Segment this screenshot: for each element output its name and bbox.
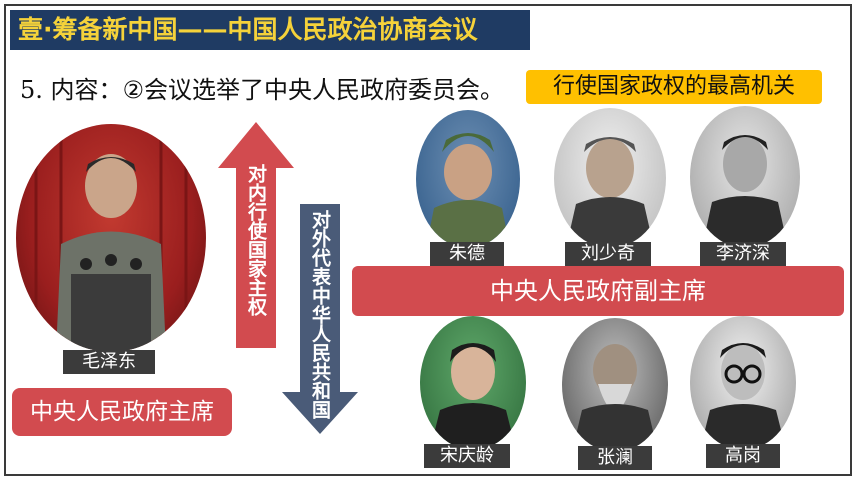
portrait-zhu-de: [416, 110, 520, 248]
domestic-power-label: 对内行使国家主权: [245, 164, 267, 316]
slide-frame: [4, 4, 852, 476]
vice-chair-caption-5: 张澜: [578, 446, 652, 470]
chairman-portrait: [16, 124, 206, 352]
item-text: 内容：②会议选举了中央人民政府委员会。: [50, 76, 505, 104]
arrow-up-icon: [218, 122, 294, 348]
vice-chair-caption-4: 宋庆龄: [424, 444, 510, 468]
portrait-zhang-lan: [562, 318, 668, 452]
vice-chair-caption-1: 朱德: [430, 242, 504, 266]
chairman-name-caption: 毛泽东: [63, 350, 155, 374]
portrait-liu-shaoqi: [554, 108, 666, 248]
foreign-representation-label: 对外代表中华人民共和国: [309, 210, 331, 419]
vice-chair-caption-2: 刘少奇: [565, 242, 651, 266]
item-number: 5.: [20, 76, 43, 104]
portrait-gao-gang: [690, 316, 796, 450]
arrow-down-icon: [282, 204, 358, 434]
slide-title: 壹·筹备新中国——中国人民政治协商会议: [10, 10, 530, 50]
highlight-box: 行使国家政权的最高机关: [526, 70, 822, 104]
content-line: 5. 内容：②会议选举了中央人民政府委员会。: [20, 70, 504, 105]
chairman-role-box: 中央人民政府主席: [12, 388, 232, 436]
portrait-song-qingling: [420, 316, 526, 450]
vice-chair-banner: 中央人民政府副主席: [352, 266, 844, 316]
vice-chair-caption-3: 李济深: [700, 242, 786, 266]
chairman-photo-icon: [34, 124, 188, 352]
vice-chair-caption-6: 高岗: [706, 444, 780, 468]
portrait-li-jishen: [690, 106, 800, 248]
